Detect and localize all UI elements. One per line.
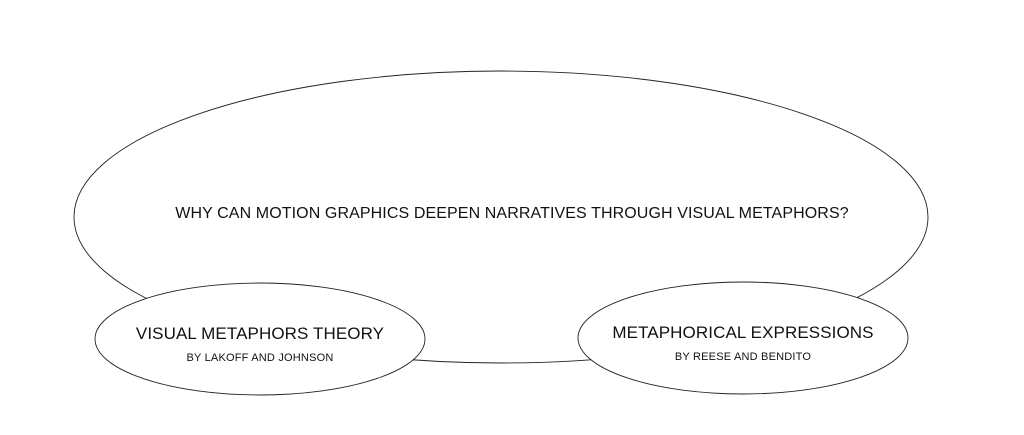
central-question-text: WHY CAN MOTION GRAPHICS DEEPEN NARRATIVE… — [175, 205, 849, 222]
node-subtitle: BY LAKOFF AND JOHNSON — [186, 352, 334, 364]
metaphorical-expressions-node: METAPHORICAL EXPRESSIONS BY REESE AND BE… — [612, 323, 873, 363]
metaphorical-expressions-ellipse — [577, 281, 909, 395]
visual-metaphors-theory-node: VISUAL METAPHORS THEORY BY LAKOFF AND JO… — [136, 324, 384, 364]
node-subtitle: BY REESE AND BENDITO — [674, 351, 812, 363]
node-title: VISUAL METAPHORS THEORY — [135, 324, 385, 343]
visual-metaphors-theory-ellipse — [94, 282, 426, 396]
node-title: METAPHORICAL EXPRESSIONS — [612, 323, 874, 342]
